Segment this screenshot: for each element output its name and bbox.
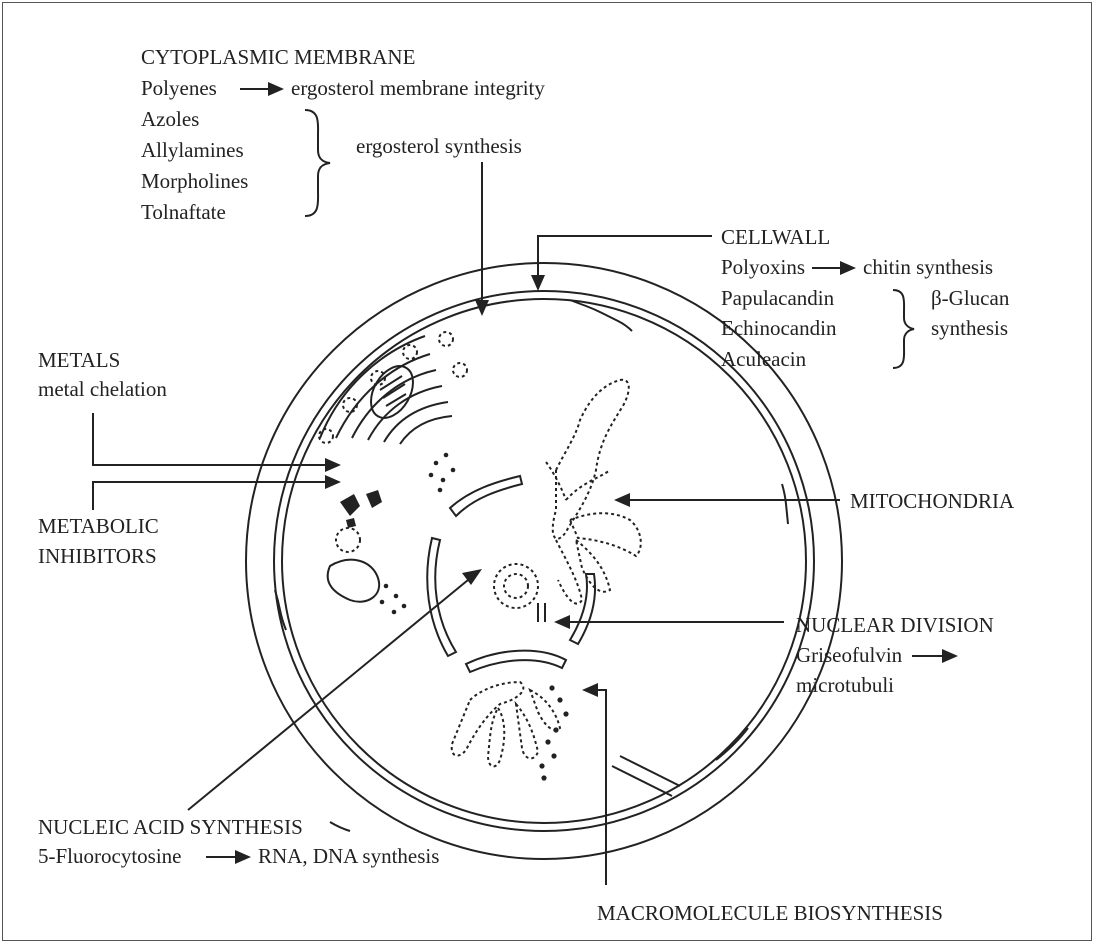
wall-texture	[782, 484, 788, 524]
mitochondria-organelle	[452, 682, 569, 781]
mitochondria-group: MITOCHONDRIA	[614, 489, 1015, 513]
arrow-metals	[93, 413, 341, 472]
metabolic-inhibitors-group: METABOLIC INHIBITORS	[38, 475, 341, 568]
metabolic-label: METABOLIC	[38, 514, 159, 538]
nuclear-division-heading: NUCLEAR DIVISION	[796, 613, 994, 637]
drug-aculeacin: Aculeacin	[721, 347, 807, 371]
drug-allylamines: Allylamines	[141, 138, 244, 162]
arrow-metabolic	[93, 475, 341, 510]
nucleic-acid-group: NUCLEIC ACID SYNTHESIS 5-Fluorocytosine …	[38, 569, 482, 868]
arrow-icon	[812, 261, 856, 275]
golgi-apparatus	[319, 332, 467, 444]
mitochondria-organelle	[546, 380, 641, 604]
drug-echinocandin: Echinocandin	[721, 316, 837, 340]
wall-texture	[620, 756, 680, 786]
cytoplasmic-membrane-heading: CYTOPLASMIC MEMBRANE	[141, 45, 415, 69]
microtubuli-label: microtubuli	[796, 673, 894, 697]
griseofulvin-label: Griseofulvin	[796, 643, 903, 667]
drug-tolnaftate: Tolnaftate	[141, 200, 226, 224]
arrow-icon	[206, 850, 251, 864]
polyoxins-label: Polyoxins	[721, 255, 805, 279]
arrow-to-membrane	[475, 162, 489, 316]
inhibitors-label: INHIBITORS	[38, 544, 157, 568]
cell-wall-heading: CELLWALL	[721, 225, 830, 249]
rna-dna-synthesis-label: RNA, DNA synthesis	[258, 844, 439, 868]
polyenes-target: ergosterol membrane integrity	[291, 76, 545, 100]
drug-azoles: Azoles	[141, 107, 199, 131]
arrow-icon	[240, 82, 284, 96]
macromolecule-heading: MACROMOLECULE BIOSYNTHESIS	[597, 901, 943, 925]
brace-icon	[893, 290, 914, 368]
drug-papulacandin: Papulacandin	[721, 286, 835, 310]
metals-heading: METALS	[38, 348, 120, 372]
nucleic-acid-heading: NUCLEIC ACID SYNTHESIS	[38, 815, 303, 839]
nuclear-envelope	[427, 476, 595, 672]
wall-texture	[330, 822, 350, 831]
fluorocytosine-label: 5-Fluorocytosine	[38, 844, 181, 868]
nuclear-division-group: NUCLEAR DIVISION Griseofulvin microtubul…	[554, 613, 994, 697]
beta-glucan-synthesis-label: synthesis	[931, 316, 1008, 340]
beta-glucan-label: β-Glucan	[931, 286, 1010, 310]
brace-icon	[305, 110, 330, 216]
mitochondria-label: MITOCHONDRIA	[850, 489, 1015, 513]
metal-chelation-label: metal chelation	[38, 377, 167, 401]
cytoplasmic-membrane	[274, 291, 814, 831]
polyenes-label: Polyenes	[141, 76, 217, 100]
drug-morpholines: Morpholines	[141, 169, 248, 193]
polyoxins-target: chitin synthesis	[863, 255, 993, 279]
cytoplasmic-membrane-group: CYTOPLASMIC MEMBRANE Polyenes ergosterol…	[141, 45, 545, 316]
arrow-nuclear-division	[554, 615, 784, 629]
wall-texture	[612, 766, 672, 796]
arrow-icon	[912, 649, 958, 663]
ergosterol-synthesis-label: ergosterol synthesis	[356, 134, 522, 158]
